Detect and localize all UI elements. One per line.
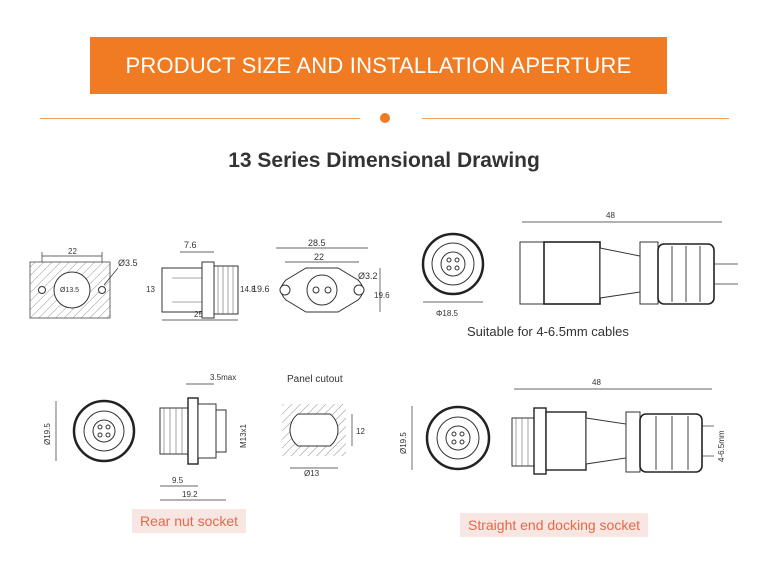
rear-front-drawing: Ø19.5 <box>43 399 136 463</box>
side-flange: 7.6 <box>184 240 197 250</box>
flange-pitch: 22 <box>314 252 324 262</box>
title-banner: PRODUCT SIZE AND INSTALLATION APERTURE <box>90 37 667 94</box>
dock-front-dia: Ø19.5 <box>399 432 408 454</box>
panel-cutout-drawing: Panel cutout 12 Ø13 <box>282 374 365 478</box>
panel-hole-width: 22 <box>68 247 77 256</box>
flange-hole: Ø3.2 <box>358 271 378 281</box>
rear-side-drawing: 3.5max M13x1 9.5 19.2 <box>159 373 248 501</box>
panel-hole-hole: Ø3.5 <box>118 258 138 268</box>
panel-hole-bore: Ø13.5 <box>60 287 79 294</box>
rear-side-max: 3.5max <box>210 373 236 382</box>
flange-front-drawing: 28.5 22 Ø3.2 19.6 <box>276 238 390 313</box>
dock-side-drawing: 48 4-6.5mm <box>511 378 726 475</box>
rear-side-a: 9.5 <box>172 476 184 485</box>
plug-side-drawing: 48 <box>519 211 738 305</box>
caption-rear-nut: Rear nut socket <box>132 509 247 533</box>
flange-height: 19.6 <box>374 291 390 300</box>
side-length: 25 <box>194 310 203 319</box>
side-outer: 19.6 <box>252 284 270 294</box>
page-heading: 13 Series Dimensional Drawing <box>228 149 540 172</box>
cables-note: Suitable for 4-6.5mm cables <box>467 324 629 339</box>
cutout-width: 12 <box>356 427 365 436</box>
divider-dot <box>380 113 390 123</box>
divider-right <box>422 118 729 119</box>
cutout-title: Panel cutout <box>287 374 343 385</box>
banner-title: PRODUCT SIZE AND INSTALLATION APERTURE <box>125 52 632 78</box>
panel-hole-drawing: 22 Ø13.5 Ø3.5 <box>29 247 138 319</box>
side-inner: 14.8 <box>240 285 256 294</box>
dock-side-length: 48 <box>592 378 601 387</box>
caption-straight-end: Straight end docking socket <box>460 513 648 537</box>
plug-front-drawing: Φ18.5 <box>421 232 485 318</box>
rear-side-b: 19.2 <box>182 490 198 499</box>
dock-side-range: 4-6.5mm <box>717 430 726 462</box>
cutout-dia: Ø13 <box>304 469 320 478</box>
plug-front-dia: Φ18.5 <box>436 309 459 318</box>
side-height-left: 13 <box>146 285 155 294</box>
flange-span: 28.5 <box>308 238 326 248</box>
divider-left <box>40 118 360 119</box>
plug-side-length: 48 <box>606 211 615 220</box>
socket-side-drawing: 7.6 13 14.8 19.6 25 <box>146 240 270 321</box>
rear-side-thread: M13x1 <box>239 423 248 448</box>
rear-front-dia: Ø19.5 <box>43 423 52 445</box>
dock-front-drawing: Ø19.5 <box>399 405 491 471</box>
